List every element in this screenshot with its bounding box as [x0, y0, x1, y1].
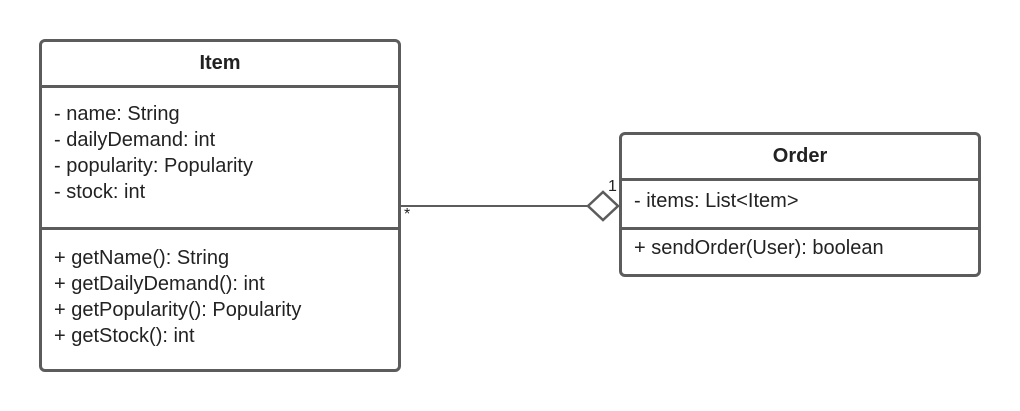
item-operation: + getDailyDemand(): int [54, 273, 265, 295]
item-operation: + getPopularity(): Popularity [54, 299, 302, 321]
item-attribute: - name: String [54, 103, 180, 125]
item-attribute: - popularity: Popularity [54, 155, 253, 177]
aggregation-diamond-icon [586, 190, 620, 222]
item-operation: + getName(): String [54, 247, 230, 269]
item-operation: + getStock(): int [54, 325, 195, 347]
order-attributes-section: - items: List<Item> [622, 181, 978, 230]
item-class-box[interactable]: Item - name: String - dailyDemand: int -… [39, 39, 401, 372]
order-attribute: - items: List<Item> [634, 190, 799, 212]
item-attribute: - dailyDemand: int [54, 129, 216, 151]
order-operations-section: + sendOrder(User): boolean [622, 230, 978, 261]
order-class-name: Order [622, 135, 978, 181]
order-operation: + sendOrder(User): boolean [634, 237, 884, 259]
item-attributes-section: - name: String - dailyDemand: int - popu… [42, 88, 398, 230]
item-class-name: Item [42, 42, 398, 88]
order-multiplicity-label: 1 [608, 178, 617, 195]
item-attribute: - stock: int [54, 181, 146, 203]
order-class-box[interactable]: Order - items: List<Item> + sendOrder(Us… [619, 132, 981, 277]
item-operations-section: + getName(): String + getDailyDemand(): … [42, 230, 398, 349]
item-multiplicity-label: * [404, 206, 411, 223]
